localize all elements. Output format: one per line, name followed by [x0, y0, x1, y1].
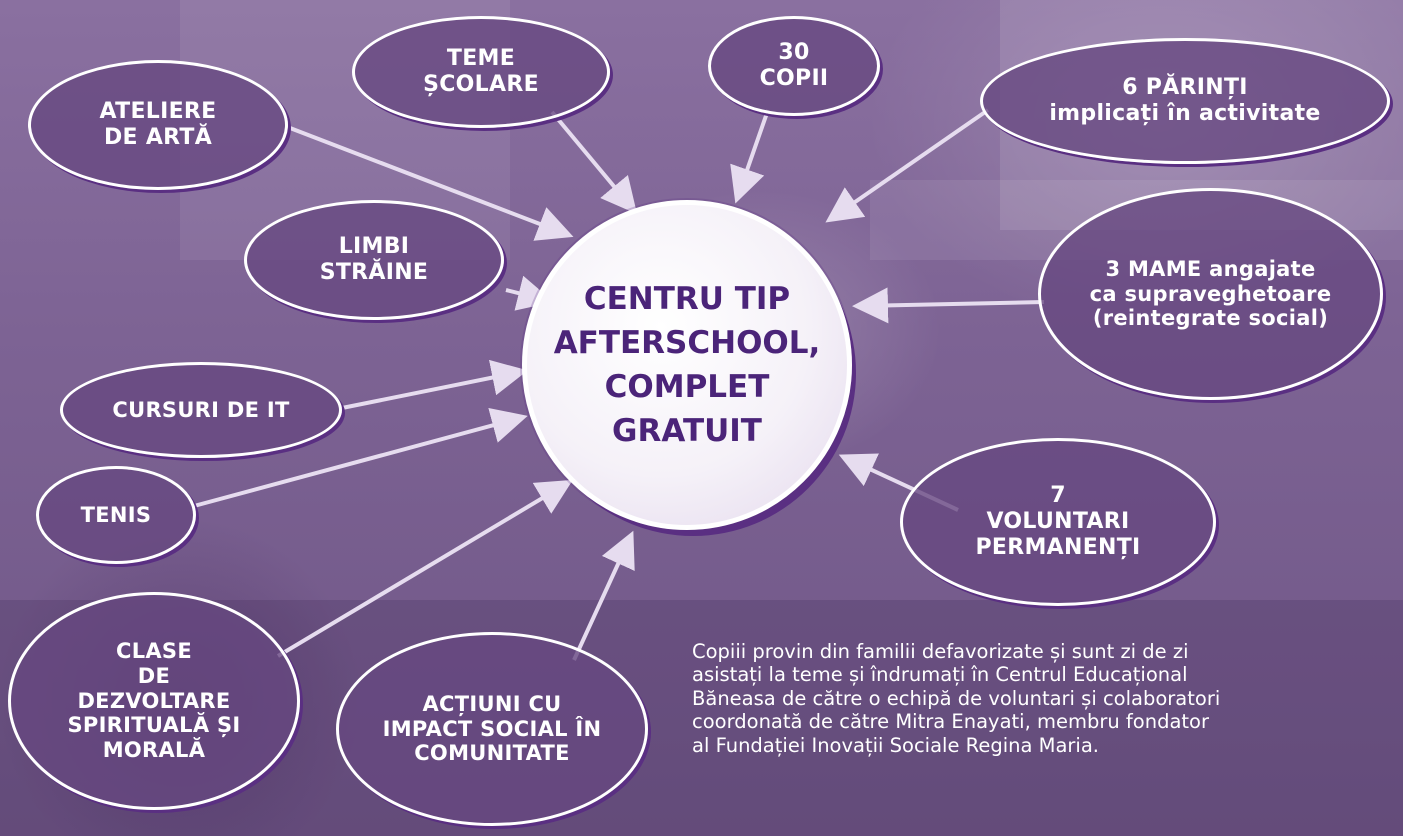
arrow-it: [341, 359, 528, 410]
node-actiuni-impact: ACȚIUNI CU IMPACT SOCIAL ÎN COMUNITATE: [336, 632, 648, 826]
arrow-tenis: [193, 407, 528, 508]
node-teme-scolare: TEME ȘCOLARE: [352, 16, 610, 128]
description-text: Copiii provin din familii defavorizate ș…: [692, 640, 1221, 757]
arrow-copii: [730, 109, 770, 204]
arrow-parinti: [825, 108, 990, 223]
node-6-parinti: 6 PĂRINȚI implicați în activitate: [980, 38, 1390, 164]
node-7-voluntari: 7 VOLUNTARI PERMANENȚI: [900, 438, 1216, 606]
node-30-copii: 30 COPII: [708, 16, 880, 116]
arrow-clase: [276, 479, 573, 658]
node-limbi-straine: LIMBI STRĂINE: [244, 200, 504, 320]
node-cursuri-it: CURSURI DE IT: [60, 362, 342, 458]
center-label: CENTRU TIP AFTERSCHOOL, COMPLET GRATUIT: [553, 280, 821, 450]
node-clase-dezvoltare: CLASE DE DEZVOLTARE SPIRITUALĂ ȘI MORALĂ: [8, 592, 300, 810]
center-circle: CENTRU TIP AFTERSCHOOL, COMPLET GRATUIT: [522, 200, 852, 530]
arrow-teme: [550, 110, 638, 215]
arrow-mame: [852, 287, 1045, 324]
node-tenis: TENIS: [36, 466, 196, 564]
node-ateliere-de-arta: ATELIERE DE ARTĂ: [28, 60, 288, 190]
arrow-actiuni: [572, 530, 635, 661]
node-3-mame: 3 MAME angajate ca supraveghetoare (rein…: [1038, 188, 1383, 400]
arrow-ateliere: [289, 126, 574, 241]
